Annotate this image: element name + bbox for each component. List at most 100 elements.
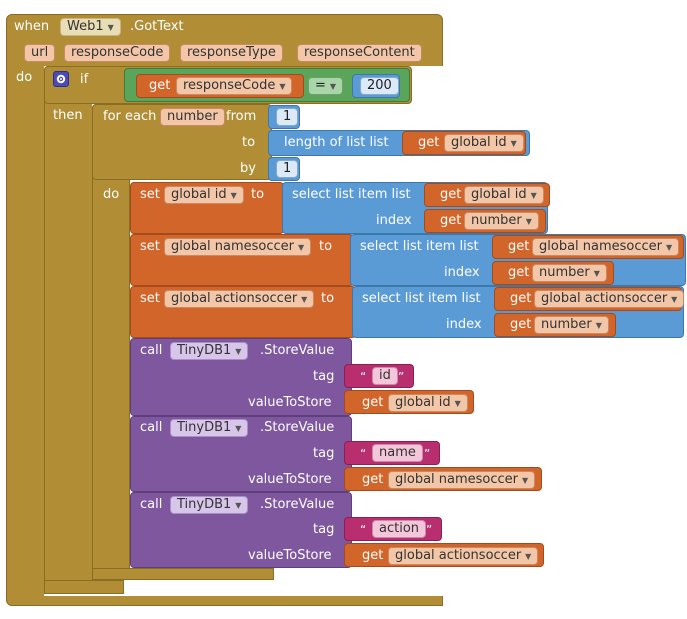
get-label: get bbox=[149, 78, 171, 93]
responsecode-dropdown[interactable]: responseCode▼ bbox=[176, 77, 293, 95]
event-bottom-bar bbox=[44, 596, 443, 606]
index-var-dropdown[interactable]: number▼ bbox=[532, 264, 607, 282]
set-var-dropdown[interactable]: global actionsoccer▼ bbox=[164, 290, 315, 308]
get-label: get bbox=[508, 265, 530, 280]
for-each-block[interactable] bbox=[92, 104, 130, 580]
number-200[interactable]: 200 bbox=[360, 77, 399, 95]
value-to-store-label: valueToStore bbox=[248, 548, 332, 563]
component-dropdown[interactable]: TinyDB1▼ bbox=[170, 419, 249, 437]
chevron-down-icon: ▼ bbox=[301, 295, 308, 304]
for-each-bottom-bar bbox=[92, 568, 274, 580]
component-dropdown[interactable]: TinyDB1▼ bbox=[170, 342, 249, 360]
chevron-down-icon: ▼ bbox=[298, 243, 305, 252]
var-name: global actionsoccer bbox=[395, 548, 522, 563]
index-label: index bbox=[446, 317, 482, 332]
to-label: to bbox=[321, 291, 335, 306]
mutator-gear-icon[interactable] bbox=[53, 71, 69, 87]
list-var-dropdown[interactable]: global id▼ bbox=[464, 186, 544, 204]
var-name: number bbox=[541, 317, 592, 332]
by-value[interactable]: 1 bbox=[276, 160, 299, 178]
param-responsetype[interactable]: responseType bbox=[180, 44, 283, 62]
chevron-down-icon: ▼ bbox=[595, 321, 602, 330]
if-label: if bbox=[80, 72, 89, 87]
tag-text[interactable]: name bbox=[372, 444, 423, 462]
param-url[interactable]: url bbox=[24, 44, 56, 62]
value-var-dropdown[interactable]: global namesoccer▼ bbox=[388, 471, 536, 489]
if-bottom-bar bbox=[44, 580, 124, 594]
chevron-down-icon: ▼ bbox=[525, 552, 532, 561]
get-label: get bbox=[362, 395, 384, 410]
loop-var-number[interactable]: number bbox=[160, 108, 225, 126]
tag-label: tag bbox=[313, 522, 335, 537]
value-to-store-label: valueToStore bbox=[248, 395, 332, 410]
tag-text[interactable]: action bbox=[372, 520, 427, 538]
call-label: call bbox=[140, 497, 163, 512]
component-dropdown[interactable]: TinyDB1▼ bbox=[170, 496, 249, 514]
set-var-dropdown[interactable]: global namesoccer▼ bbox=[164, 238, 312, 256]
chevron-down-icon: ▼ bbox=[329, 82, 337, 91]
value-var-dropdown[interactable]: global actionsoccer▼ bbox=[388, 547, 539, 565]
list-var-dropdown[interactable]: global actionsoccer▼ bbox=[534, 290, 685, 308]
component-dropdown-web1[interactable]: Web1▼ bbox=[60, 18, 121, 36]
quote-close-icon: ” bbox=[424, 447, 431, 461]
get-label: get bbox=[418, 135, 440, 150]
param-responsecode[interactable]: responseCode bbox=[64, 44, 171, 62]
operator-symbol: = bbox=[315, 78, 326, 93]
operator-dropdown[interactable]: =▼ bbox=[308, 77, 344, 95]
quote-open-icon: “ bbox=[360, 523, 367, 537]
get-label: get bbox=[508, 239, 530, 254]
when-label: when bbox=[14, 19, 50, 34]
value-var-dropdown[interactable]: global id▼ bbox=[388, 394, 468, 412]
chevron-down-icon: ▼ bbox=[522, 476, 529, 485]
chevron-down-icon: ▼ bbox=[666, 243, 673, 252]
tag-label: tag bbox=[313, 369, 335, 384]
quote-open-icon: “ bbox=[360, 447, 367, 461]
var-name: global actionsoccer bbox=[541, 291, 668, 306]
for-each-label: for each bbox=[103, 109, 157, 124]
method-name: .StoreValue bbox=[260, 497, 335, 512]
tag-text[interactable]: id bbox=[372, 367, 398, 385]
var-name: global actionsoccer bbox=[171, 291, 298, 306]
component-name: TinyDB1 bbox=[177, 343, 232, 358]
component-name: TinyDB1 bbox=[177, 420, 232, 435]
index-var-dropdown[interactable]: number▼ bbox=[464, 212, 539, 230]
var-name: global id bbox=[471, 187, 527, 202]
var-name: global namesoccer bbox=[171, 239, 295, 254]
for-do-label: do bbox=[103, 187, 120, 202]
call-label: call bbox=[140, 343, 163, 358]
then-label: then bbox=[53, 108, 83, 123]
var-name: global namesoccer bbox=[539, 239, 663, 254]
to-label: to bbox=[319, 239, 333, 254]
chevron-down-icon: ▼ bbox=[230, 191, 237, 200]
get-label: get bbox=[362, 548, 384, 563]
var-name: global id bbox=[395, 395, 451, 410]
chevron-down-icon: ▼ bbox=[525, 217, 532, 226]
select-list-item-label: select list item list bbox=[360, 239, 479, 254]
var-name: global id bbox=[451, 135, 507, 150]
from-value[interactable]: 1 bbox=[276, 108, 299, 126]
quote-close-icon: ” bbox=[426, 523, 433, 537]
by-label: by bbox=[240, 161, 256, 176]
index-var-dropdown[interactable]: number▼ bbox=[534, 316, 609, 334]
set-label: set bbox=[140, 187, 160, 202]
get-label: get bbox=[440, 187, 462, 202]
from-label: from bbox=[226, 109, 257, 124]
get-label: get bbox=[440, 213, 462, 228]
chevron-down-icon: ▼ bbox=[593, 269, 600, 278]
list-var-dropdown[interactable]: global namesoccer▼ bbox=[532, 238, 680, 256]
chevron-down-icon: ▼ bbox=[235, 347, 242, 356]
to-label: to bbox=[242, 135, 256, 150]
get-label: get bbox=[510, 291, 532, 306]
set-label: set bbox=[140, 239, 160, 254]
global-id-dropdown[interactable]: global id▼ bbox=[444, 134, 524, 152]
chevron-down-icon: ▼ bbox=[235, 424, 242, 433]
var-name: number bbox=[539, 265, 590, 280]
var-name: global namesoccer bbox=[395, 472, 519, 487]
set-var-dropdown[interactable]: global id▼ bbox=[164, 186, 244, 204]
param-responsecontent[interactable]: responseContent bbox=[297, 44, 422, 62]
get-label: get bbox=[510, 317, 532, 332]
to-label: to bbox=[251, 187, 265, 202]
get-label: get bbox=[362, 472, 384, 487]
component-name: TinyDB1 bbox=[177, 497, 232, 512]
chevron-down-icon: ▼ bbox=[279, 82, 286, 91]
